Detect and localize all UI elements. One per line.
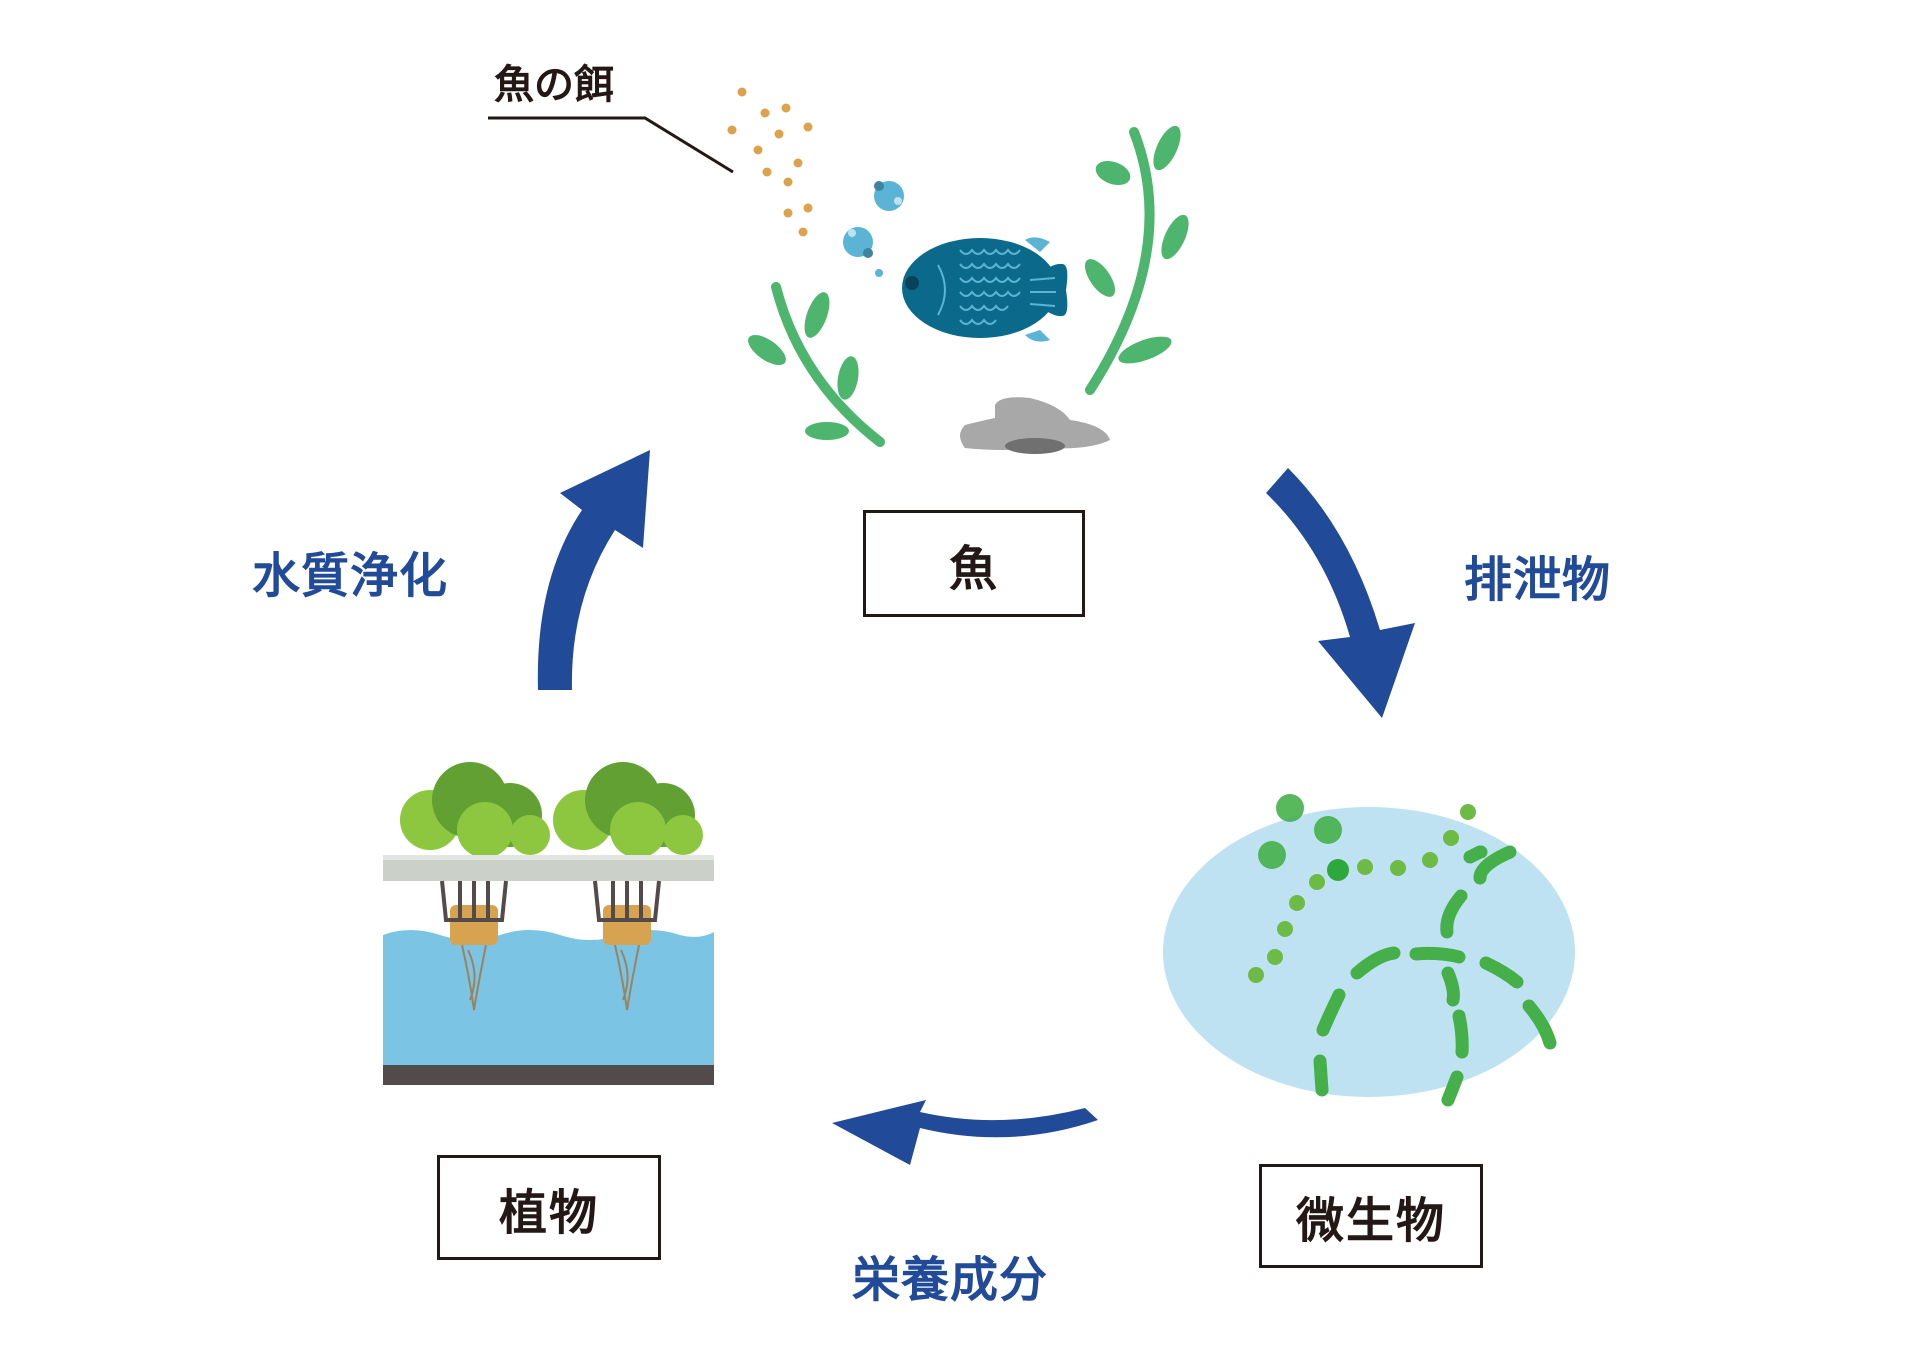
node-plants-label: 植物 — [498, 1184, 599, 1241]
net-pot-right — [593, 880, 661, 1011]
fish-scales — [937, 248, 1056, 325]
rocks — [960, 397, 1110, 454]
fish-illustration — [902, 237, 1068, 342]
node-microbes: 微生物 — [1259, 1164, 1483, 1268]
arrow-fish-to-microbes — [1266, 468, 1415, 718]
node-fish-label: 魚 — [948, 540, 999, 597]
bubbles — [843, 181, 904, 277]
plants-illustration — [383, 762, 714, 1085]
microbes-illustration — [1163, 794, 1575, 1107]
flow-label-water-purification: 水質浄化 — [252, 548, 449, 604]
lettuce-left — [400, 762, 550, 858]
node-microbes-label: 微生物 — [1295, 1193, 1446, 1249]
flow-label-excrement: 排泄物 — [1464, 552, 1612, 608]
lettuce-right — [553, 762, 703, 858]
net-pot-left — [440, 880, 508, 1011]
node-fish: 魚 — [863, 510, 1085, 617]
fish-food-callout-line — [488, 116, 734, 174]
seaweed-right — [1084, 125, 1189, 395]
seaweed-left — [748, 282, 885, 447]
fish-food-pellets — [727, 87, 813, 237]
arrow-plants-to-fish — [537, 450, 650, 690]
arrow-microbes-to-plants — [832, 1100, 1098, 1165]
flow-label-nutrients: 栄養成分 — [852, 1252, 1049, 1308]
node-plants: 植物 — [437, 1155, 661, 1260]
fish-food-label: 魚の餌 — [494, 62, 614, 108]
